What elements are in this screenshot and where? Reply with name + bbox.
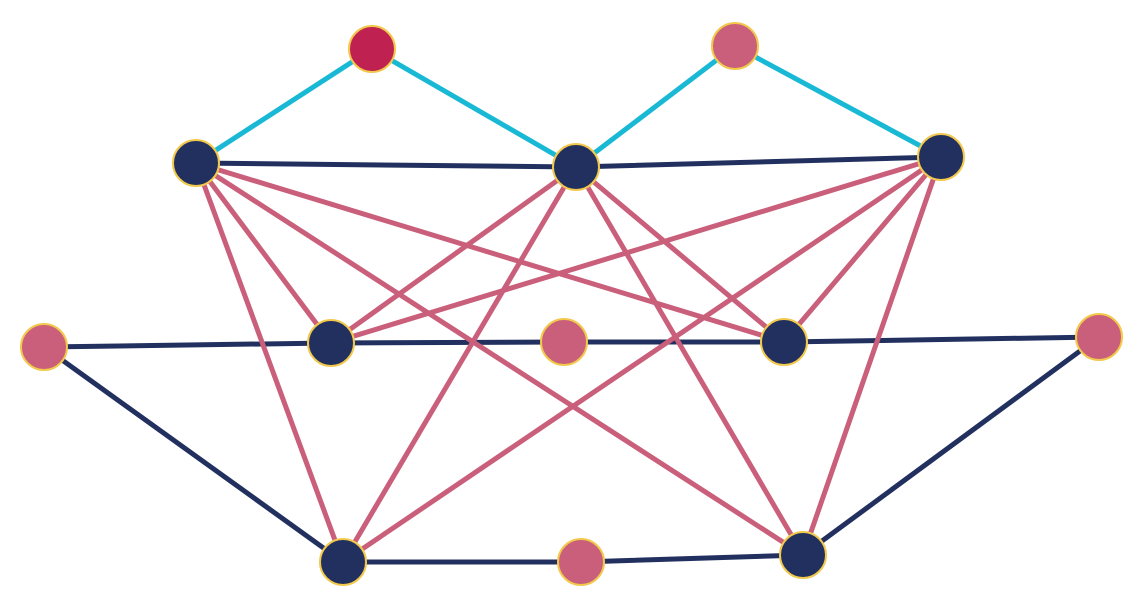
- edge-upper-center-hub-to-mid-left-hub: [328, 164, 579, 346]
- edge-far-left-to-mid-left-hub: [41, 340, 334, 350]
- edge-upper-center-hub-to-bottom-left-hub: [340, 164, 579, 565]
- edge-upper-right-hub-to-mid-right-hub: [781, 154, 944, 345]
- edge-upper-left-hub-to-bottom-right-hub: [193, 160, 806, 558]
- edge-upper-left-hub-to-mid-right-hub: [193, 160, 787, 345]
- edge-bottom-center-to-bottom-right-hub: [578, 552, 806, 565]
- node-top-right-apex: [711, 22, 759, 70]
- node-upper-right-hub: [917, 133, 965, 181]
- node-bottom-right-hub: [779, 531, 827, 579]
- node-upper-left-hub: [172, 139, 220, 187]
- node-bottom-center: [557, 538, 605, 586]
- edge-layer: [41, 43, 1102, 565]
- node-mid-right-hub: [760, 318, 808, 366]
- edge-far-left-to-bottom-left-hub: [41, 344, 346, 565]
- node-mid-left-hub: [307, 319, 355, 367]
- node-top-left-apex: [348, 25, 396, 73]
- node-bottom-left-hub: [319, 538, 367, 586]
- node-layer: [20, 22, 1123, 586]
- edge-top-right-apex-to-upper-center-hub: [573, 43, 738, 170]
- node-far-left: [20, 323, 68, 371]
- edge-upper-left-hub-to-mid-left-hub: [193, 160, 334, 346]
- edge-top-left-apex-to-upper-left-hub: [193, 46, 375, 166]
- edge-far-right-to-bottom-right-hub: [800, 334, 1102, 558]
- node-mid-center: [540, 318, 588, 366]
- edge-upper-right-hub-to-bottom-left-hub: [340, 154, 944, 565]
- edge-mid-right-hub-to-far-right: [781, 334, 1102, 345]
- edge-upper-right-hub-to-bottom-right-hub: [800, 154, 944, 558]
- edge-upper-right-hub-to-mid-left-hub: [328, 154, 944, 346]
- edge-upper-center-hub-to-mid-right-hub: [573, 164, 787, 345]
- edge-mid-left-hub-to-mid-center: [328, 339, 567, 346]
- node-upper-center-hub: [552, 143, 600, 191]
- edge-top-right-apex-to-upper-right-hub: [732, 43, 944, 160]
- edge-upper-center-hub-to-upper-right-hub: [573, 154, 944, 170]
- edge-top-left-apex-to-upper-center-hub: [369, 46, 579, 170]
- edge-upper-left-hub-to-upper-center-hub: [193, 160, 579, 170]
- node-far-right: [1075, 313, 1123, 361]
- edge-upper-left-hub-to-bottom-left-hub: [193, 160, 346, 565]
- edge-upper-center-hub-to-bottom-right-hub: [573, 164, 806, 558]
